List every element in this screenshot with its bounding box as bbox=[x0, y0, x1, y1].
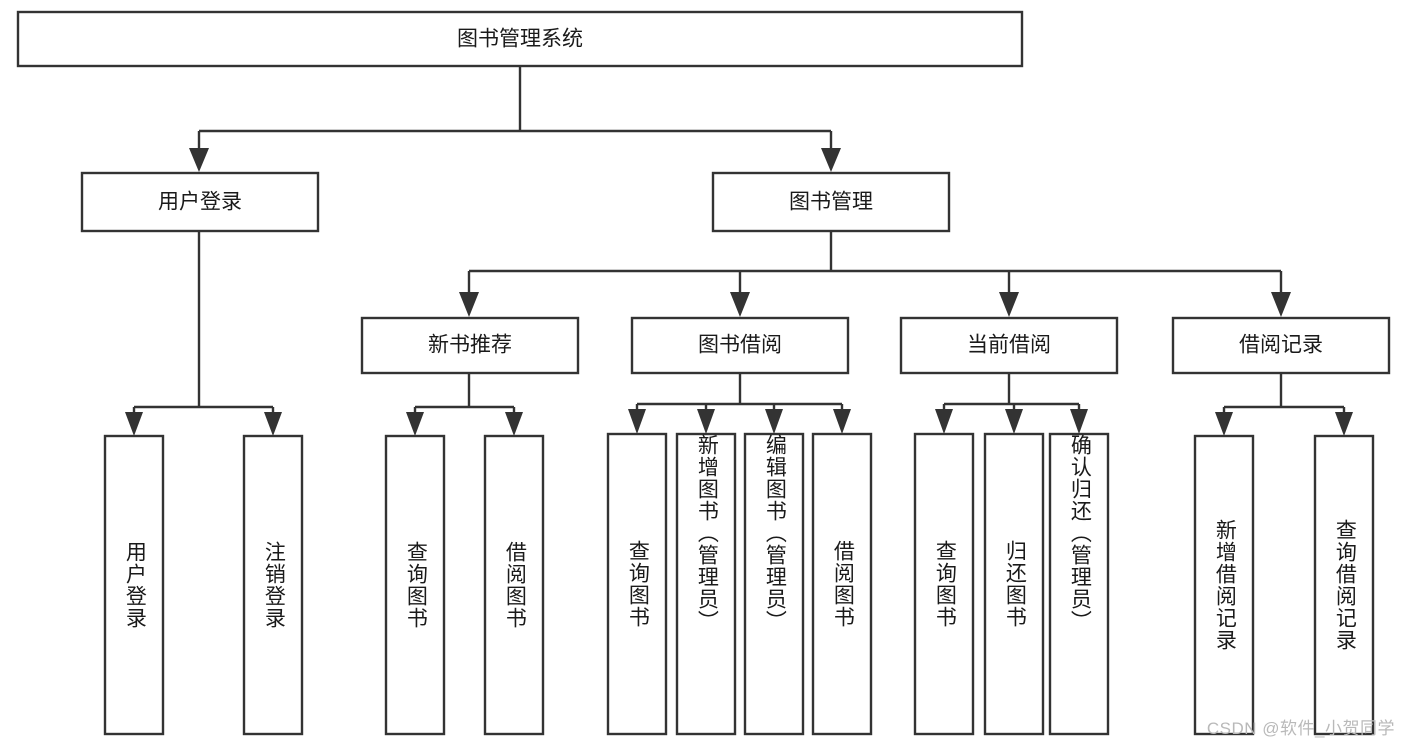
arrow-to-user-login bbox=[189, 148, 209, 172]
node-current-borrow-label: 当前借阅 bbox=[967, 334, 1051, 357]
node-book-borrow[interactable]: 图书借阅 bbox=[630, 316, 850, 375]
arrow-to-borrow-record bbox=[1271, 292, 1291, 317]
node-book-borrow-box[interactable] bbox=[630, 316, 850, 375]
leaf-box-return-book[interactable] bbox=[983, 432, 1045, 736]
arrow-leaf-edit-book bbox=[765, 409, 783, 434]
leaf-box-borrow-book-1[interactable] bbox=[483, 434, 545, 736]
node-root-box[interactable] bbox=[16, 10, 1024, 68]
leaf-box-confirm-return[interactable] bbox=[1048, 432, 1110, 736]
node-user-login-box[interactable] bbox=[80, 171, 320, 233]
leaf-box-borrow-book-2[interactable] bbox=[811, 432, 873, 736]
node-user-login-label: 用户登录 bbox=[158, 191, 242, 214]
node-user-login[interactable]: 用户登录 bbox=[80, 171, 320, 233]
node-book-management[interactable]: 图书管理 bbox=[711, 171, 951, 233]
connectors-root-to-level1 bbox=[189, 66, 841, 172]
arrow-leaf-add-book bbox=[697, 409, 715, 434]
node-root[interactable]: 图书管理系统 bbox=[16, 10, 1024, 68]
node-current-borrow-box[interactable] bbox=[899, 316, 1119, 375]
arrow-to-new-book bbox=[459, 292, 479, 317]
arrow-leaf-borrow-book-1 bbox=[505, 412, 523, 436]
leaf-boxes bbox=[103, 432, 1375, 736]
arrow-leaf-query-book-1 bbox=[406, 412, 424, 436]
connectors-book-borrow-leaves bbox=[628, 373, 851, 434]
leaf-box-add-book[interactable] bbox=[675, 432, 737, 736]
node-book-borrow-label: 图书借阅 bbox=[698, 334, 782, 357]
leaf-box-user-login[interactable] bbox=[103, 434, 165, 736]
node-new-book-recommend-label: 新书推荐 bbox=[428, 334, 512, 357]
arrow-to-book-management bbox=[821, 148, 841, 172]
node-current-borrow[interactable]: 当前借阅 bbox=[899, 316, 1119, 375]
node-book-management-box[interactable] bbox=[711, 171, 951, 233]
arrow-leaf-query-book-2 bbox=[628, 409, 646, 434]
leaf-box-query-record[interactable] bbox=[1313, 434, 1375, 736]
leaf-box-logout[interactable] bbox=[242, 434, 304, 736]
leaf-box-edit-book[interactable] bbox=[743, 432, 805, 736]
node-new-book-recommend[interactable]: 新书推荐 bbox=[360, 316, 580, 375]
connectors-user-login-leaves bbox=[125, 231, 282, 436]
arrow-leaf-query-record bbox=[1335, 412, 1353, 436]
arrow-leaf-user-login bbox=[125, 412, 143, 436]
node-root-label: 图书管理系统 bbox=[457, 28, 583, 51]
arrow-to-book-borrow bbox=[730, 292, 750, 317]
arrow-to-current-borrow bbox=[999, 292, 1019, 317]
arrow-leaf-logout bbox=[264, 412, 282, 436]
leaf-box-query-book-3[interactable] bbox=[913, 432, 975, 736]
arrow-leaf-confirm-return bbox=[1070, 409, 1088, 434]
connectors-new-book-leaves bbox=[406, 373, 523, 436]
node-new-book-recommend-box[interactable] bbox=[360, 316, 580, 375]
arrow-leaf-borrow-book-2 bbox=[833, 409, 851, 434]
connectors-bookmgmt-to-level2 bbox=[459, 231, 1291, 317]
leaf-box-query-book-2[interactable] bbox=[606, 432, 668, 736]
leaf-box-add-record[interactable] bbox=[1193, 434, 1255, 736]
connectors-current-borrow-leaves bbox=[935, 373, 1088, 434]
arrow-leaf-return-book bbox=[1005, 409, 1023, 434]
leaf-box-query-book-1[interactable] bbox=[384, 434, 446, 736]
node-borrow-record[interactable]: 借阅记录 bbox=[1171, 316, 1391, 375]
arrow-leaf-query-book-3 bbox=[935, 409, 953, 434]
node-borrow-record-box[interactable] bbox=[1171, 316, 1391, 375]
node-borrow-record-label: 借阅记录 bbox=[1239, 334, 1323, 357]
node-book-management-label: 图书管理 bbox=[789, 191, 873, 214]
connectors-borrow-record-leaves bbox=[1215, 373, 1353, 436]
arrow-leaf-add-record bbox=[1215, 412, 1233, 436]
